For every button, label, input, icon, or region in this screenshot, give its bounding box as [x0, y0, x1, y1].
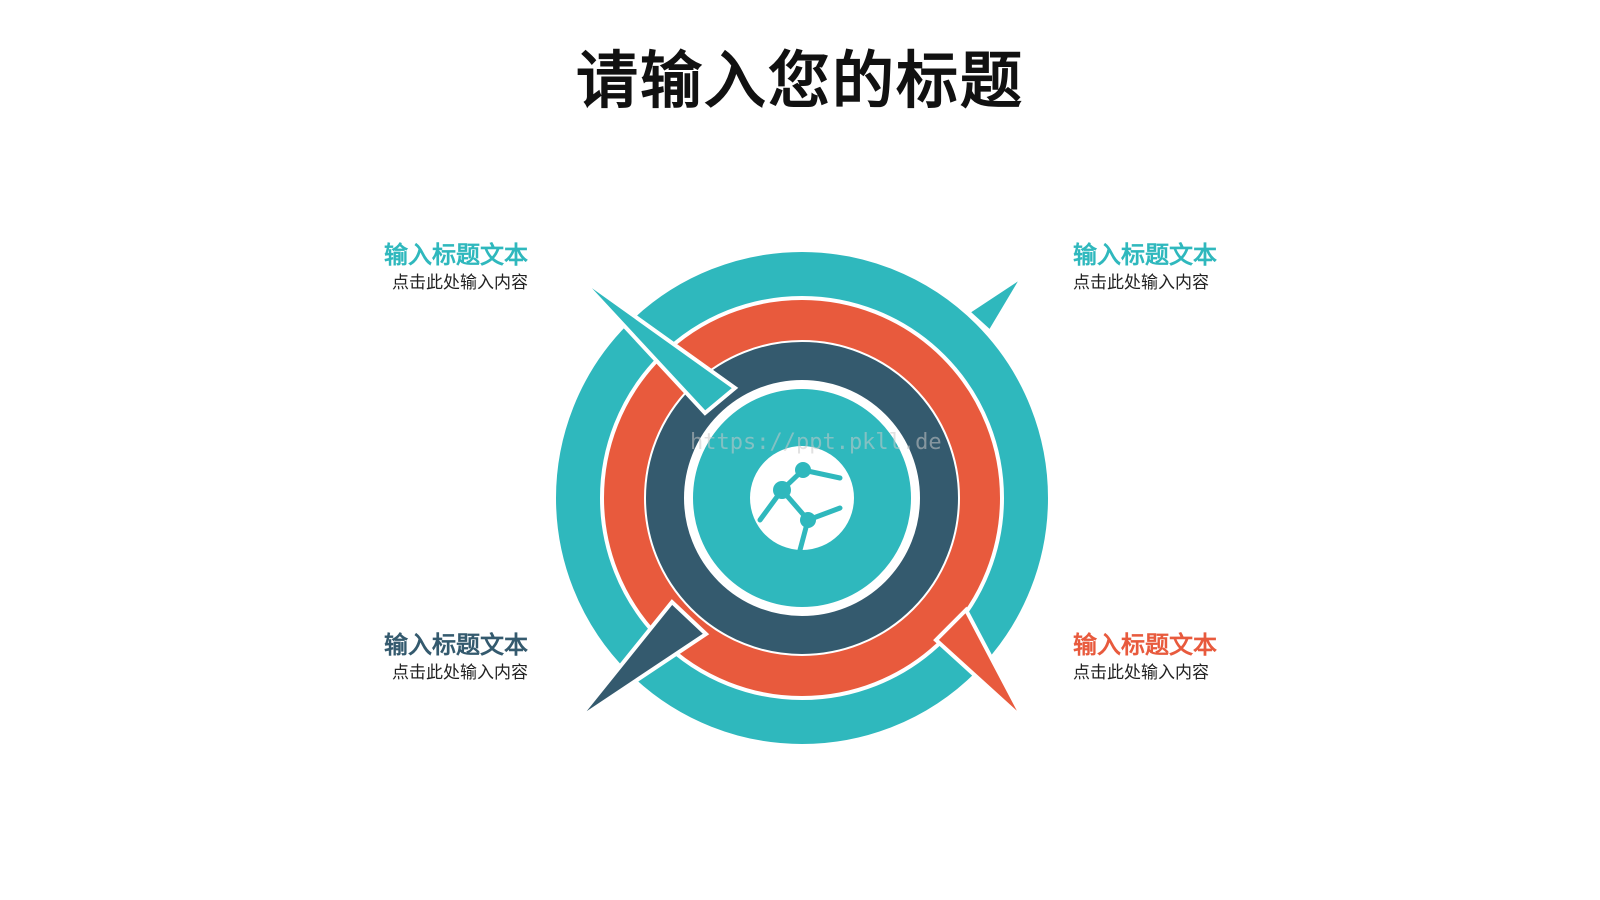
globe-network-icon	[750, 446, 854, 553]
callout-title: 输入标题文本	[384, 241, 528, 269]
callout-title: 输入标题文本	[1073, 631, 1217, 659]
pointer-bottom-right	[933, 606, 1026, 722]
callout-body: 点击此处输入内容	[1073, 663, 1209, 683]
callout-body: 点击此处输入内容	[1073, 273, 1209, 293]
inner-ring	[646, 342, 958, 654]
pointer-bottom-left	[575, 599, 710, 722]
callout-bottom-left: 输入标题文本 点击此处输入内容	[338, 630, 528, 686]
callout-top-left: 输入标题文本 点击此处输入内容	[338, 240, 528, 296]
page-title: 请输入您的标题	[575, 44, 1024, 117]
outer-ring	[556, 252, 1048, 744]
pointer-top-left	[575, 273, 739, 416]
middle-ring	[604, 300, 1000, 696]
callout-body: 点击此处输入内容	[392, 663, 528, 683]
callout-title: 输入标题文本	[384, 631, 528, 659]
callout-title: 输入标题文本	[1073, 241, 1217, 269]
pointer-top-right	[964, 273, 1026, 336]
callout-body: 点击此处输入内容	[392, 273, 528, 293]
callout-bottom-right: 输入标题文本 点击此处输入内容	[1073, 630, 1263, 686]
callout-top-right: 输入标题文本 点击此处输入内容	[1073, 240, 1263, 296]
watermark-text: https://ppt.pkll.de	[690, 430, 942, 455]
